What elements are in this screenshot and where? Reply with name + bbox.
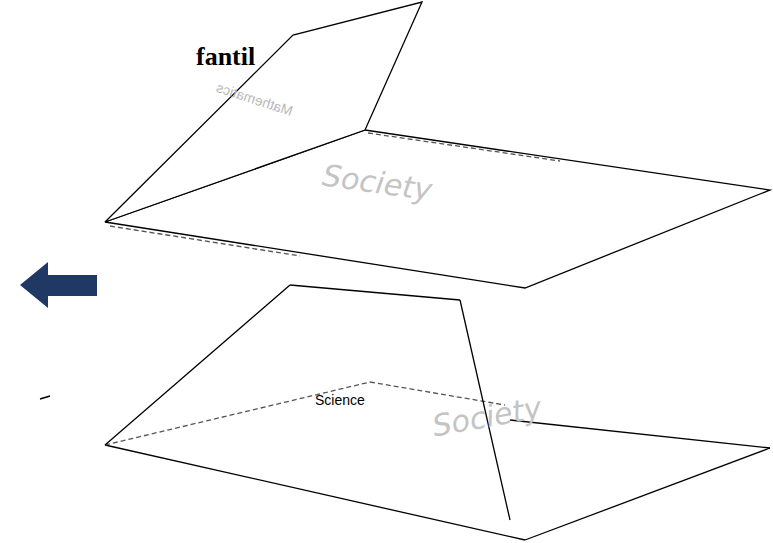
upper-plane bbox=[105, 2, 770, 288]
mark bbox=[40, 396, 50, 399]
left-arrow bbox=[20, 262, 97, 308]
lower-plane bbox=[105, 285, 770, 540]
partial-heading: fantil bbox=[196, 44, 255, 70]
plane-label: Science bbox=[315, 393, 365, 407]
